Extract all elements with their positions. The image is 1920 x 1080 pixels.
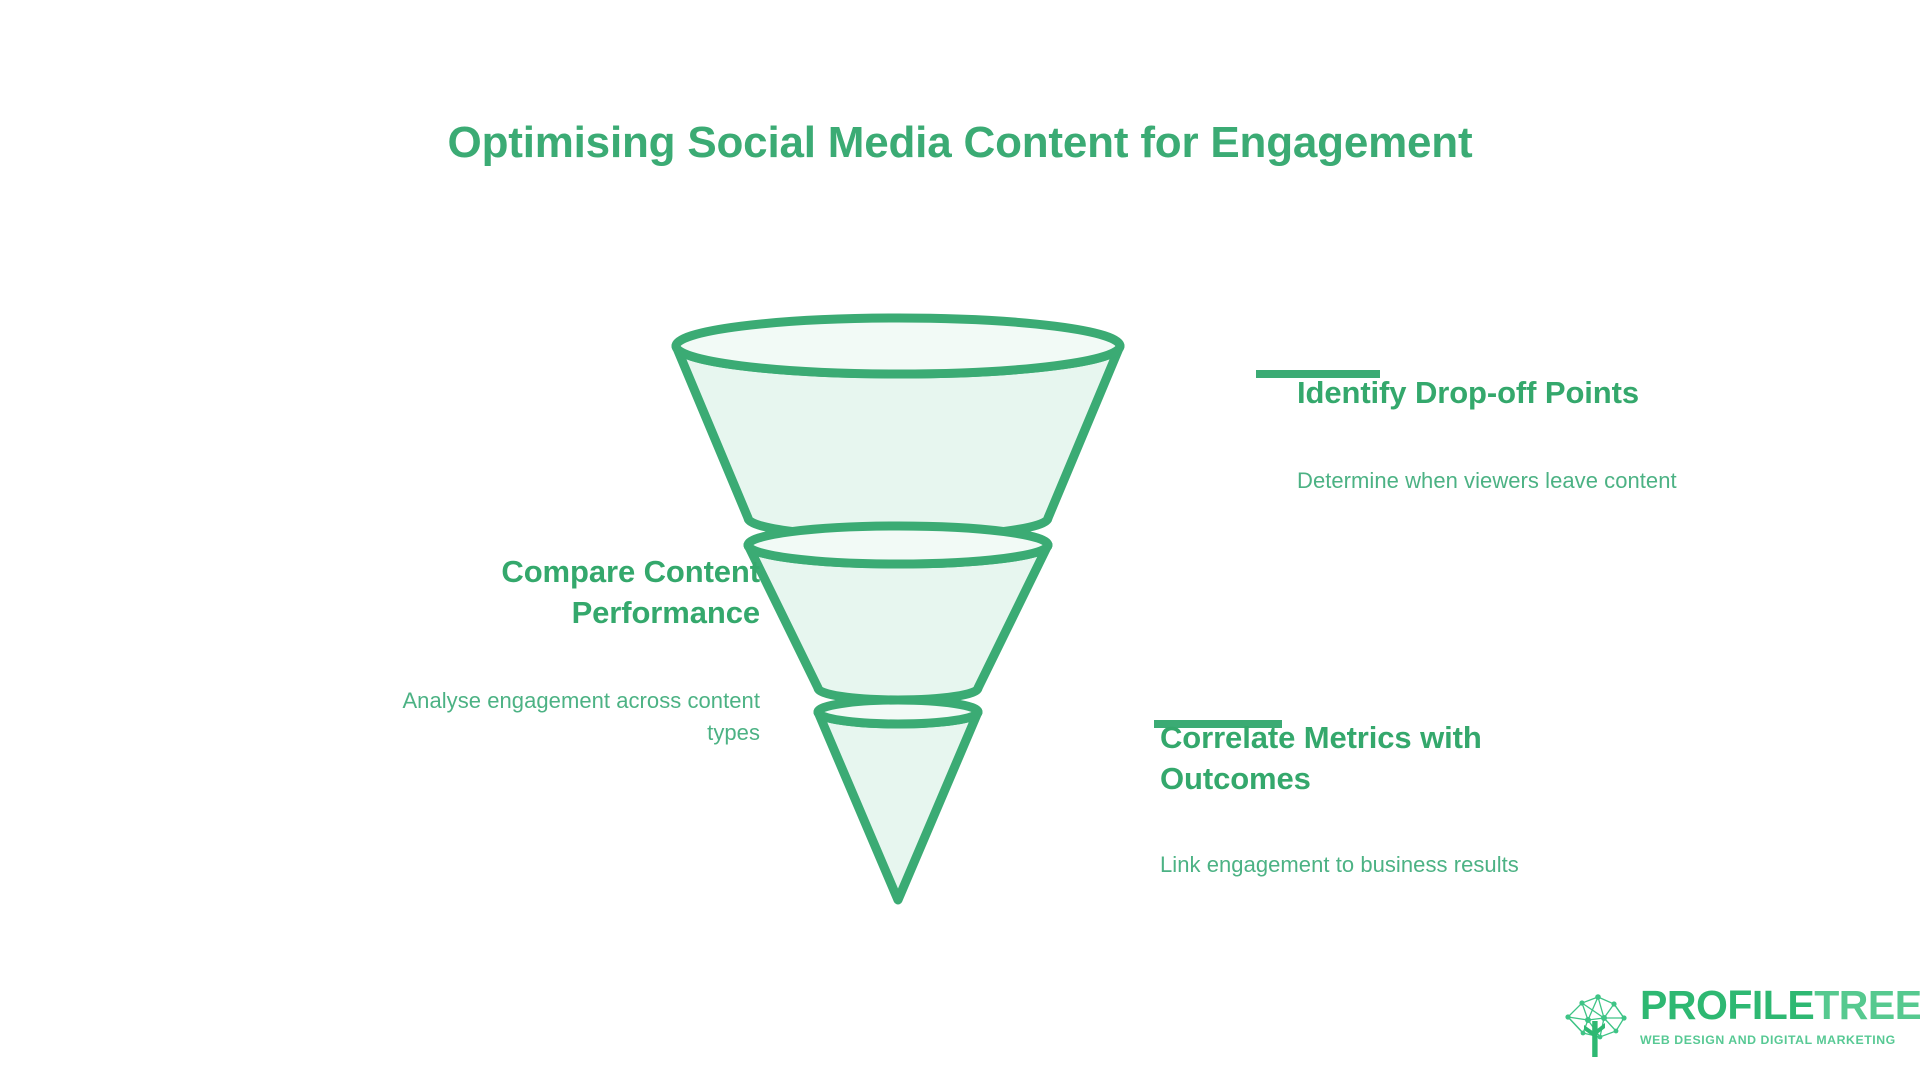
logo-word-profile: PROFILE <box>1640 982 1815 1028</box>
profiletree-logo: PROFILETREE WEB DESIGN AND DIGITAL MARKE… <box>1558 982 1920 1061</box>
logo-word-tree: TREE <box>1814 982 1920 1028</box>
funnel-stage-3-rim <box>813 695 983 729</box>
callout-correlate-metrics-title: Correlate Metrics with Outcomes <box>1160 720 1482 797</box>
callout-compare-performance-title: Compare Content Performance <box>501 554 760 631</box>
page-title: Optimising Social Media Content for Enga… <box>447 118 1473 167</box>
funnel-stage-2 <box>743 521 1053 705</box>
logo-tagline: WEB DESIGN AND DIGITAL MARKETING <box>1640 1033 1896 1047</box>
callout-identify-dropoff: Identify Drop-off Points Determine when … <box>1297 372 1697 497</box>
funnel-stage-3-body <box>813 707 983 905</box>
callout-identify-dropoff-title: Identify Drop-off Points <box>1297 375 1640 410</box>
callout-identify-dropoff-description: Determine when viewers leave content <box>1297 468 1677 494</box>
callout-correlate-metrics: Correlate Metrics with Outcomes Link eng… <box>1160 717 1560 881</box>
funnel-stage-1 <box>671 313 1125 542</box>
funnel-stage-2-rim <box>743 521 1053 569</box>
network-tree-icon <box>1558 987 1634 1059</box>
callout-compare-performance-description: Analyse engagement across content types <box>402 688 760 746</box>
funnel-stage-1-rim <box>671 313 1125 379</box>
funnel-svg <box>671 313 1380 905</box>
funnel-stage-3 <box>813 695 983 905</box>
logo-wordmark: PROFILETREE <box>1640 982 1920 1028</box>
funnel-diagram <box>370 300 1550 940</box>
callout-compare-performance: Compare Content Performance Analyse enga… <box>370 551 760 749</box>
logo-text-block: PROFILETREE WEB DESIGN AND DIGITAL MARKE… <box>1640 982 1920 1048</box>
callout-correlate-metrics-description: Link engagement to business results <box>1160 852 1519 878</box>
